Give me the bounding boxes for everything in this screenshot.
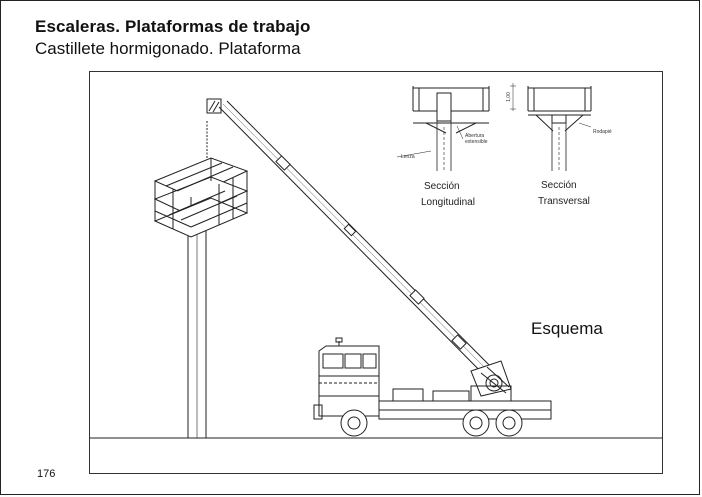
- crane-boom: [218, 100, 507, 390]
- section-transversal-drawing: [510, 83, 592, 171]
- section-trans-line1: Sección: [541, 180, 577, 191]
- page-title: Escaleras. Plataformas de trabajo: [35, 17, 311, 36]
- drawing-frame: [89, 71, 663, 474]
- section-trans-line2: Transversal: [538, 196, 590, 207]
- label-abertura: Abertura: [465, 133, 485, 139]
- schema-label: Esquema: [531, 319, 603, 338]
- truck: [313, 337, 552, 437]
- page-number: 176: [37, 468, 56, 480]
- label-extensible: extensible: [465, 139, 488, 145]
- page-subtitle: Castillete hormigonado. Plataforma: [35, 39, 301, 58]
- section-longitudinal-drawing: [396, 86, 490, 171]
- crane-turret: [470, 360, 512, 397]
- platform-basket: [153, 157, 249, 238]
- section-long-line2: Longitudinal: [421, 197, 475, 208]
- section-long-line1: Sección: [424, 181, 460, 192]
- label-lenza: Lenza: [401, 154, 415, 160]
- label-rodapie: Rodapié: [593, 129, 612, 135]
- label-dimension: 1,00: [505, 92, 512, 102]
